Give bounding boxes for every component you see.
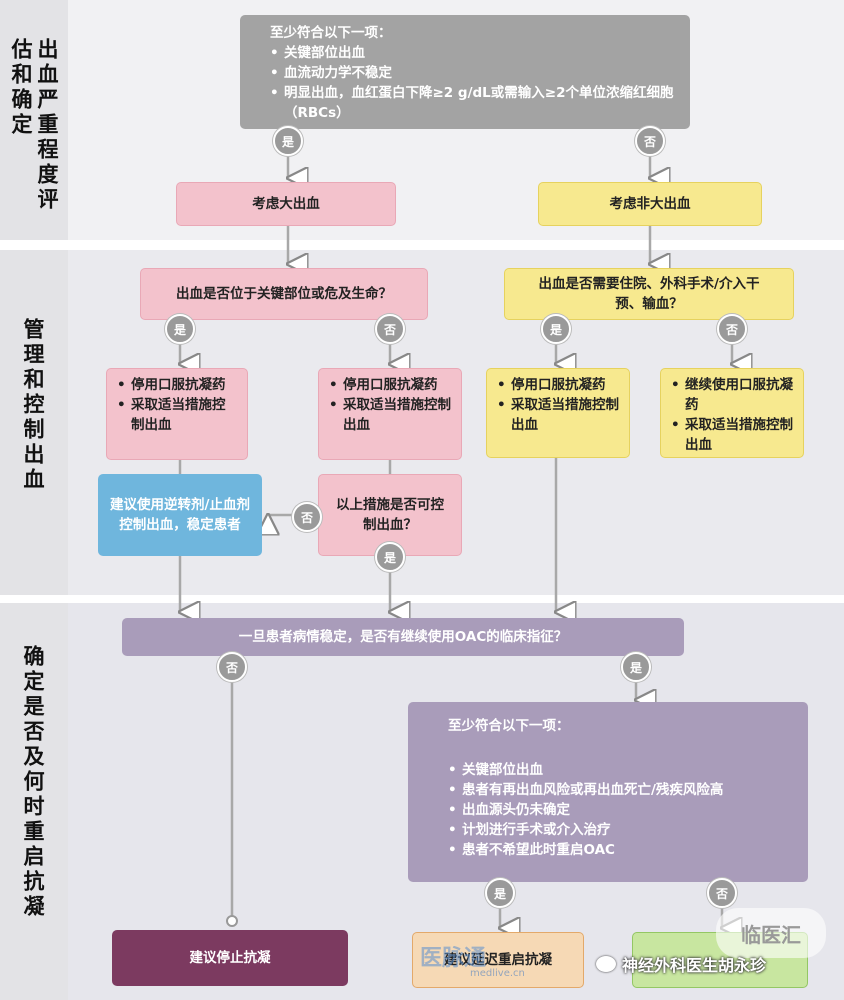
critical-site-question: 出血是否位于关键部位或危及生命？ (140, 268, 428, 320)
stop-oac-box-2: 停用口服抗凝药 采取适当措施控制出血 (318, 368, 462, 460)
list-item: 停用口服抗凝药 (117, 375, 237, 395)
wechat-icon (596, 956, 616, 972)
list-item: 采取适当措施控制出血 (671, 415, 793, 455)
no-label: 否 (217, 652, 247, 682)
list-item: 停用口服抗凝药 (329, 375, 451, 395)
yes-label: 是 (273, 126, 303, 156)
no-label: 否 (375, 314, 405, 344)
list-item: 计划进行手术或介入治疗 (448, 820, 792, 840)
medlive-logo: 医脉通 (420, 946, 487, 971)
wechat-account-name: 神经外科医生胡永珍 (622, 956, 767, 975)
list-item: 停用口服抗凝药 (497, 375, 619, 395)
bleeding-criteria-box: 至少符合以下一项： 关键部位出血 血流动力学不稳定 明显出血，血红蛋白下降≥2 … (240, 15, 690, 129)
no-label: 否 (707, 878, 737, 908)
list-item: 出血源头仍未确定 (448, 800, 792, 820)
wechat-watermark: 神经外科医生胡永珍 (596, 952, 766, 976)
hospitalization-question: 出血是否需要住院、外科手术/介入干预、输血？ (504, 268, 794, 320)
section-title-management: 管理和控制出血 (21, 318, 45, 493)
stop-oac-box-3: 停用口服抗凝药 采取适当措施控制出血 (486, 368, 630, 458)
criteria-intro: 至少符合以下一项： (270, 25, 392, 41)
nonmajor-bleeding-box: 考虑非大出血 (538, 182, 762, 226)
logo-watermark: 临医汇 (716, 908, 826, 958)
side-column-1 (0, 0, 68, 240)
list-item: 患者不希望此时重启OAC (448, 840, 792, 860)
delay-criteria-box: 至少符合以下一项： 关键部位出血 患者有再出血风险或再出血死亡/残疾风险高 出血… (408, 702, 808, 882)
yes-label: 是 (621, 652, 651, 682)
yes-label: 是 (375, 542, 405, 572)
list-item: 继续使用口服抗凝药 (671, 375, 793, 415)
no-label: 否 (635, 126, 665, 156)
continue-oac-box: 继续使用口服抗凝药 采取适当措施控制出血 (660, 368, 804, 458)
no-label: 否 (717, 314, 747, 344)
no-label: 否 (292, 502, 322, 532)
side-column-3 (0, 603, 68, 1000)
criteria-list: 关键部位出血 患者有再出血风险或再出血死亡/残疾风险高 出血源头仍未确定 计划进… (448, 760, 792, 860)
stop-oac-box-1: 停用口服抗凝药 采取适当措施控制出血 (106, 368, 248, 460)
control-question: 以上措施是否可控制出血？ (318, 474, 462, 556)
criteria-list: 关键部位出血 血流动力学不稳定 明显出血，血红蛋白下降≥2 g/dL或需输入≥2… (270, 43, 678, 123)
section-title-restart: 确定是否及何时重启抗凝 (21, 645, 45, 920)
yes-label: 是 (165, 314, 195, 344)
list-item: 患者有再出血风险或再出血死亡/残疾风险高 (448, 780, 792, 800)
list-item: 明显出血，血红蛋白下降≥2 g/dL或需输入≥2个单位浓缩红细胞（RBCs） (270, 83, 678, 123)
yes-label: 是 (541, 314, 571, 344)
section-title-assessment: 出血严重程度评估和确定 (9, 38, 59, 213)
list-item: 关键部位出血 (448, 760, 792, 780)
side-column-2 (0, 250, 68, 595)
medlive-site: medlive.cn (470, 968, 525, 979)
major-bleeding-box: 考虑大出血 (176, 182, 396, 226)
list-item: 采取适当措施控制出血 (497, 395, 619, 435)
stop-anticoag-box: 建议停止抗凝 (112, 930, 348, 986)
list-item: 采取适当措施控制出血 (329, 395, 451, 435)
delay-restart-box: 建议延迟重启抗凝 (412, 932, 584, 988)
yes-label: 是 (485, 878, 515, 908)
criteria-intro: 至少符合以下一项： (448, 718, 570, 734)
list-item: 血流动力学不稳定 (270, 63, 678, 83)
resume-oac-question: 一旦患者病情稳定，是否有继续使用OAC的临床指征？ (122, 618, 684, 656)
list-item: 采取适当措施控制出血 (117, 395, 237, 435)
list-item: 关键部位出血 (270, 43, 678, 63)
reversal-agent-box: 建议使用逆转剂/止血剂控制出血，稳定患者 (98, 474, 262, 556)
